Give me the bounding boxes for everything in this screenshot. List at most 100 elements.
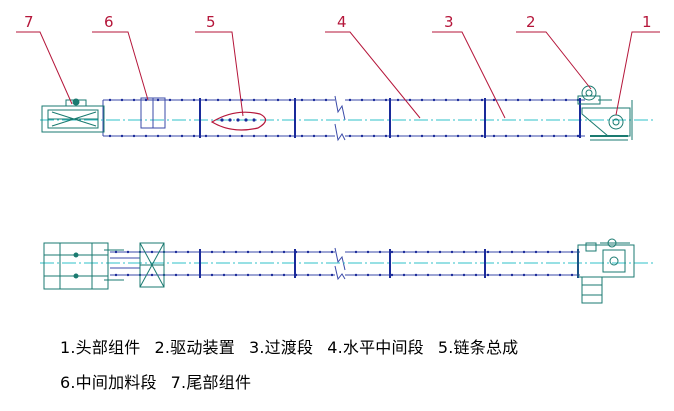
bolt-dot <box>108 98 112 102</box>
bolt-dot <box>504 134 508 138</box>
bolt-dot <box>564 134 568 138</box>
bolt-dot <box>408 98 412 102</box>
bolt-dot <box>432 98 436 102</box>
bolt-dot <box>498 250 502 254</box>
bolt-dot <box>432 134 436 138</box>
bolt-dot <box>366 273 370 277</box>
bolt-dot <box>450 250 454 254</box>
callout-1: 1 <box>642 13 652 31</box>
bolt-dot <box>294 250 298 254</box>
bolt-dot <box>348 98 352 102</box>
bolt-dot <box>438 250 442 254</box>
bolt-dot <box>168 98 172 102</box>
bolt-dot <box>222 250 226 254</box>
bolt-dot <box>246 273 250 277</box>
bolt-dot <box>150 273 154 277</box>
bolt-dot <box>558 273 562 277</box>
legend-item-4: 4.水平中间段 <box>327 338 424 357</box>
bolt-dot <box>402 273 406 277</box>
bolt-dot <box>120 98 124 102</box>
callout-2: 2 <box>526 13 536 31</box>
bolt-dot <box>486 273 490 277</box>
bolt-dot <box>210 250 214 254</box>
bolt-dot <box>444 98 448 102</box>
bolt-dot <box>480 98 484 102</box>
bolt-dot <box>216 134 220 138</box>
bolt-dot <box>396 98 400 102</box>
bolt-dot <box>270 273 274 277</box>
bolt-dot <box>540 98 544 102</box>
bolt-dot <box>456 134 460 138</box>
chain-link <box>220 118 224 122</box>
bolt-dot <box>510 273 514 277</box>
bolt-dot <box>198 250 202 254</box>
bolt-dot <box>546 250 550 254</box>
bolt-dot <box>282 273 286 277</box>
bolt-dot <box>210 273 214 277</box>
bolt-dot <box>222 273 226 277</box>
bolt-dot <box>516 134 520 138</box>
bolt-dot <box>300 134 304 138</box>
bolt-dot <box>330 250 334 254</box>
callout-3: 3 <box>444 13 454 31</box>
bolt-dot <box>486 250 490 254</box>
bolt-dot <box>396 134 400 138</box>
bolt-dot <box>216 98 220 102</box>
bolt-dot <box>576 134 580 138</box>
bolt-dot <box>306 250 310 254</box>
bolt-dot <box>426 250 430 254</box>
bolt-dot <box>414 250 418 254</box>
legend-row-2: 6.中间加料段 7.尾部组件 <box>60 369 265 393</box>
bolt-dot <box>132 98 136 102</box>
bolt-dot <box>552 134 556 138</box>
bolt-dot <box>204 98 208 102</box>
head-assembly-top <box>581 107 631 141</box>
callout-5: 5 <box>206 13 216 31</box>
bolt-dot <box>156 98 160 102</box>
bolt-dot <box>114 250 118 254</box>
bolt-dot <box>354 250 358 254</box>
bolt-dot <box>276 98 280 102</box>
legend-item-6: 6.中间加料段 <box>60 373 157 392</box>
bolt-dot <box>372 98 376 102</box>
bolt-dot <box>384 134 388 138</box>
bolt-dot <box>564 98 568 102</box>
callout-6: 6 <box>104 13 114 31</box>
bolt-dot <box>108 134 112 138</box>
chain-link <box>236 118 240 122</box>
legend-item-5: 5.链条总成 <box>437 338 519 357</box>
bolt-dot <box>300 98 304 102</box>
bolt-dot <box>234 273 238 277</box>
bolt-dot <box>498 273 502 277</box>
bolt-dot <box>528 134 532 138</box>
callout-numbers: 7 6 5 4 3 2 1 <box>24 13 652 31</box>
break-mark-top <box>334 95 346 142</box>
bolt-dot <box>276 134 280 138</box>
bolt-dot <box>150 250 154 254</box>
bolt-dot <box>264 98 268 102</box>
bolt-dot <box>114 273 118 277</box>
bolt-dot <box>510 250 514 254</box>
bolt-dot <box>168 134 172 138</box>
feed-section-top <box>140 97 166 129</box>
bolt-dot <box>174 273 178 277</box>
legend-item-7: 7.尾部组件 <box>170 373 252 392</box>
bolt-dot <box>192 134 196 138</box>
bolt-dot <box>192 98 196 102</box>
bolt-dot <box>126 250 130 254</box>
bolt-dot <box>198 273 202 277</box>
bolt-dot <box>570 273 574 277</box>
bolt-dot <box>246 250 250 254</box>
chain-assembly <box>210 111 267 131</box>
bolt-dot <box>228 98 232 102</box>
bolt-dot <box>420 134 424 138</box>
bolt-dot <box>294 273 298 277</box>
bolt-dot <box>522 250 526 254</box>
bolt-dot <box>366 250 370 254</box>
feed-section-plan <box>139 242 165 288</box>
bolt-dot <box>528 98 532 102</box>
bolt-dot <box>414 273 418 277</box>
bolt-dot <box>456 98 460 102</box>
bolt-dot <box>378 273 382 277</box>
drive-unit-top <box>577 85 612 105</box>
